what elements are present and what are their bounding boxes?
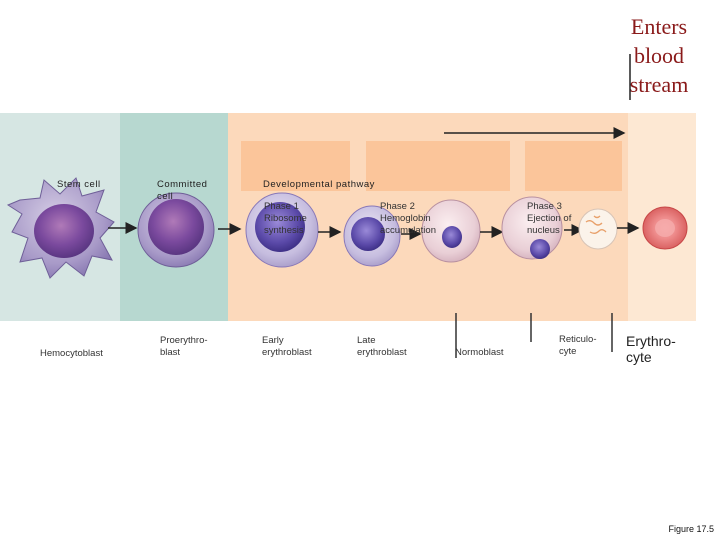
- normoblast-label: Normoblast: [455, 347, 504, 358]
- nucleus-ejection-cell: [501, 196, 563, 260]
- phase-1-label: Phase 1 Ribosome synthesis: [264, 201, 307, 236]
- phase-1-box: [241, 141, 350, 191]
- erythrocyte-label: Erythro- cyte: [626, 333, 676, 365]
- proerythroblast-cell: [137, 192, 215, 268]
- reticulocyte-label: Reticulo- cyte: [559, 334, 597, 357]
- reticulocyte-cell: [578, 208, 618, 250]
- phase-2-box: [366, 141, 510, 191]
- normoblast-cell: [421, 199, 481, 263]
- late-erythroblast-label: Late erythroblast: [357, 335, 407, 358]
- phase-2-label: Phase 2 Hemoglobin accumulation: [380, 201, 436, 236]
- early-erythroblast-label: Early erythroblast: [262, 335, 312, 358]
- committed-cell-header: Committed cell: [157, 179, 208, 202]
- early-erythroblast-cell: [245, 192, 319, 268]
- proerythroblast-label: Proerythro- blast: [160, 335, 208, 358]
- phase-3-box: [525, 141, 622, 191]
- developmental-pathway-header: Developmental pathway: [263, 179, 375, 190]
- hemocytoblast-label: Hemocytoblast: [40, 348, 103, 359]
- figure-label: Figure 17.5: [668, 524, 714, 534]
- hemocytoblast-cell: [6, 177, 115, 279]
- stem-cell-header: Stem cell: [57, 179, 101, 190]
- erythrocyte-cell: [642, 206, 688, 250]
- phase-3-label: Phase 3 Ejection of nucleus: [527, 201, 572, 236]
- enters-blood-stream-label: Enters blood stream: [629, 14, 689, 97]
- late-erythroblast-cell: [343, 205, 401, 267]
